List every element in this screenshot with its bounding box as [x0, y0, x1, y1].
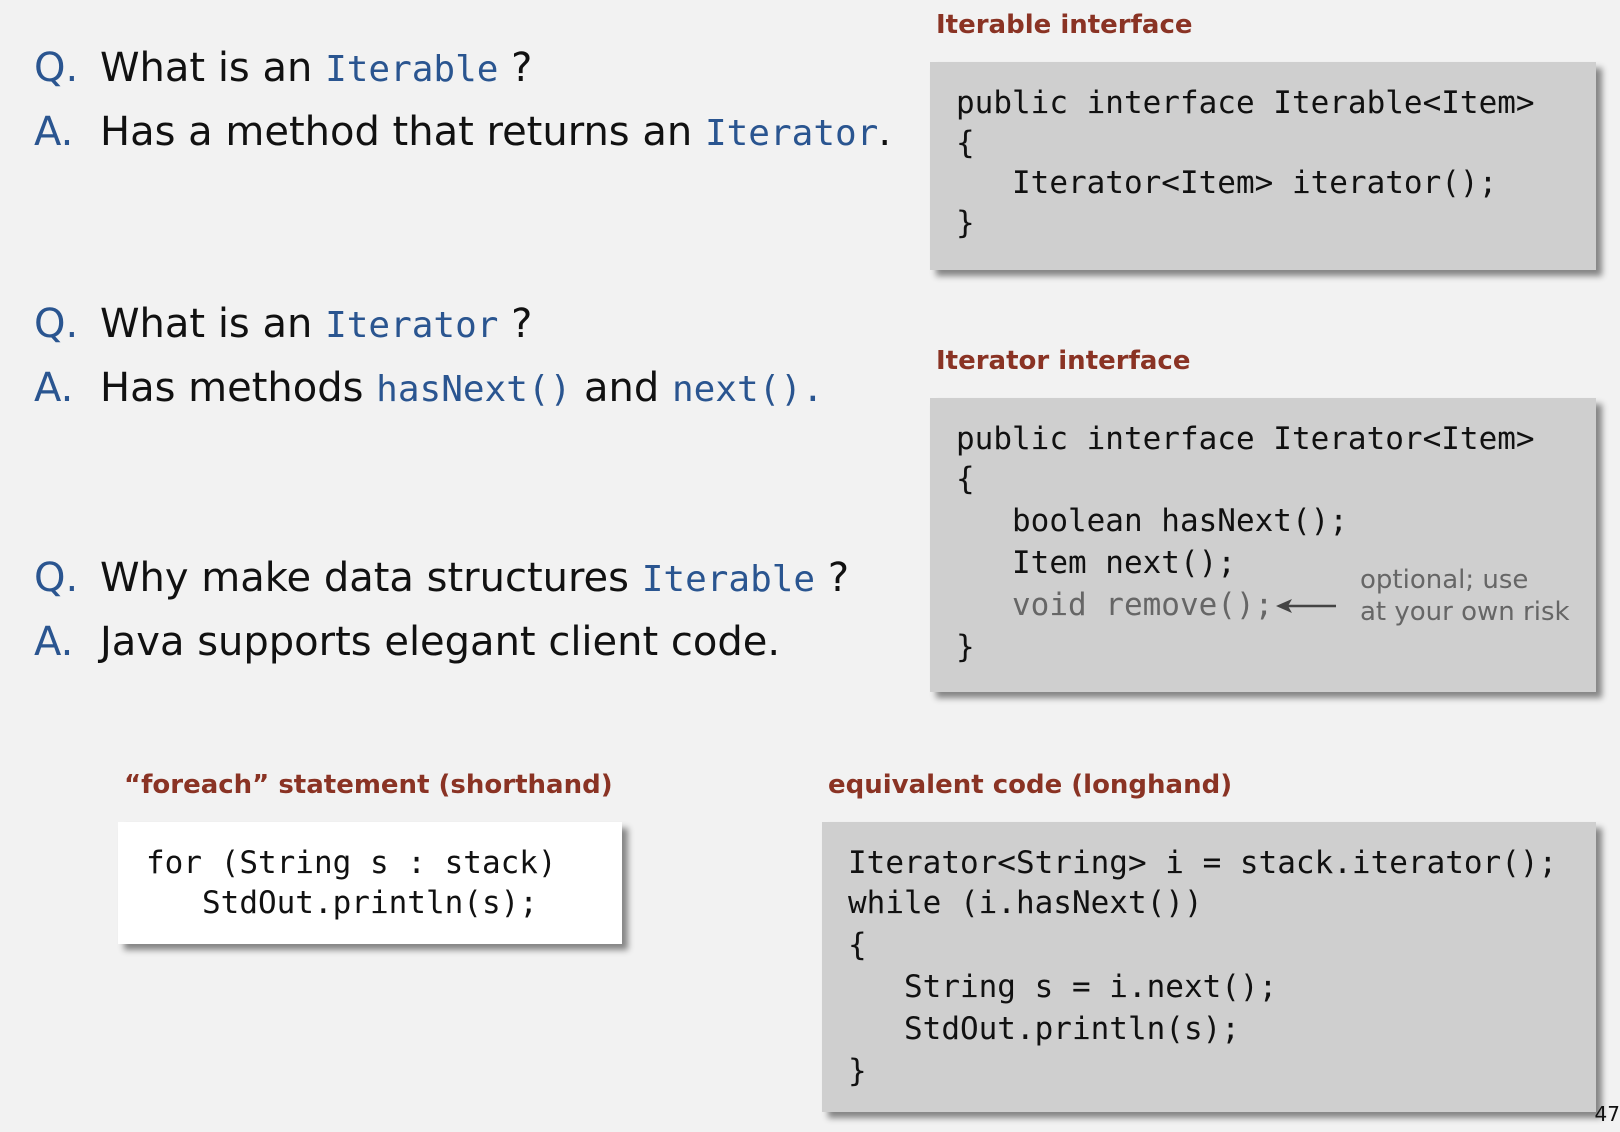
answer-3: A. Java supports elegant client code.	[34, 622, 780, 662]
foreach-label: “foreach” statement (shorthand)	[124, 770, 613, 800]
code-line: {	[848, 927, 867, 963]
answer-code-1: hasNext()	[376, 369, 572, 410]
code-line: String s = i.next();	[848, 969, 1278, 1005]
question-end: ?	[815, 555, 850, 601]
code-line: for (String s : stack)	[146, 845, 557, 881]
left-arrow-icon	[1276, 599, 1336, 613]
q-mark: Q.	[34, 301, 79, 347]
question-1: Q. What is an Iterable ?	[34, 48, 532, 90]
code-line: StdOut.println(s);	[146, 885, 538, 921]
question-end: ?	[498, 301, 533, 347]
question-text: What is an	[100, 301, 326, 347]
answer-text: Has methods	[100, 365, 377, 411]
code-line: public interface Iterator<Item>	[956, 421, 1535, 457]
code-line: while (i.hasNext())	[848, 885, 1203, 921]
code-line: Iterator<Item> iterator();	[956, 165, 1498, 201]
iterator-code-box: public interface Iterator<Item> { boolea…	[930, 398, 1596, 692]
iterable-interface-label: Iterable interface	[936, 10, 1193, 40]
question-3: Q. Why make data structures Iterable ?	[34, 558, 849, 600]
question-text: What is an	[100, 45, 326, 91]
longhand-label: equivalent code (longhand)	[828, 770, 1233, 800]
code-line: public interface Iterable<Item>	[956, 85, 1535, 121]
question-code: Iterable	[641, 559, 816, 600]
optional-note-line-1: optional; use	[1360, 565, 1529, 595]
answer-end: .	[878, 109, 892, 155]
code-line: Item next();	[956, 545, 1236, 581]
code-line-optional: void remove();	[956, 587, 1274, 623]
code-line: Iterator<String> i = stack.iterator();	[848, 845, 1558, 881]
code-line: boolean hasNext();	[956, 503, 1348, 539]
question-text: Why make data structures	[100, 555, 642, 601]
page-number: 47	[1594, 1102, 1620, 1126]
question-end: ?	[498, 45, 533, 91]
code-line: }	[956, 629, 975, 665]
iterable-code-box: public interface Iterable<Item> { Iterat…	[930, 62, 1596, 270]
foreach-code-box: for (String s : stack) StdOut.println(s)…	[118, 822, 622, 944]
a-mark: A.	[34, 365, 74, 411]
optional-note-line-2: at your own risk	[1360, 597, 1570, 627]
iterator-interface-label: Iterator interface	[936, 346, 1191, 376]
answer-1: A. Has a method that returns an Iterator.	[34, 112, 891, 154]
answer-2: A. Has methods hasNext() and next().	[34, 368, 824, 410]
code-line: }	[848, 1053, 867, 1089]
answer-text: Java supports elegant client code.	[100, 619, 781, 665]
answer-mid: and	[571, 365, 672, 411]
answer-text: Has a method that returns an	[100, 109, 705, 155]
q-mark: Q.	[34, 555, 79, 601]
code-line: {	[956, 125, 975, 161]
a-mark: A.	[34, 619, 74, 665]
q-mark: Q.	[34, 45, 79, 91]
question-2: Q. What is an Iterator ?	[34, 304, 532, 346]
answer-code-2: next().	[671, 369, 824, 410]
code-line: StdOut.println(s);	[848, 1011, 1240, 1047]
question-code: Iterator	[325, 305, 499, 346]
question-code: Iterable	[325, 49, 499, 90]
longhand-code-box: Iterator<String> i = stack.iterator(); w…	[822, 822, 1596, 1112]
answer-code: Iterator	[704, 113, 879, 154]
code-line: }	[956, 205, 975, 241]
code-line: {	[956, 461, 975, 497]
a-mark: A.	[34, 109, 74, 155]
